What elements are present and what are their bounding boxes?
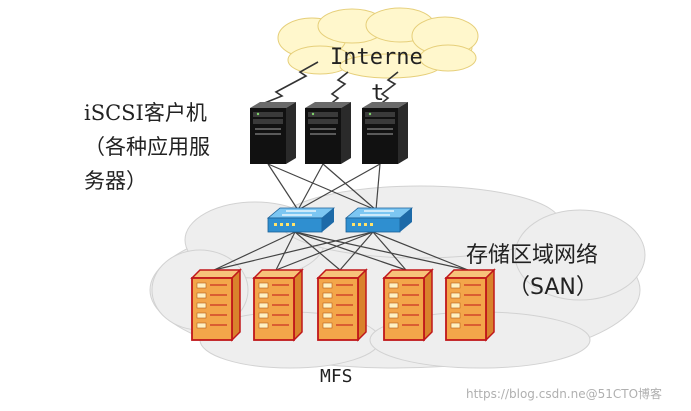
- cloud-label-line1: Interne: [330, 45, 423, 70]
- network-link: [372, 231, 469, 271]
- server-tower-icon: [305, 102, 351, 164]
- server-tower-icon: [362, 102, 408, 164]
- lightning-link: [261, 61, 319, 105]
- storage-array[interactable]: [444, 268, 496, 342]
- san-label-line1: 存储区域网络: [466, 243, 598, 268]
- storage-array[interactable]: [382, 268, 434, 342]
- network-link: [275, 231, 296, 271]
- network-link: [213, 231, 374, 271]
- network-switch[interactable]: [344, 207, 414, 233]
- network-link: [375, 163, 381, 211]
- network-link: [294, 231, 341, 271]
- client-label-line1: iSCSI客户机: [84, 101, 207, 125]
- san-label-line2: （SAN）: [508, 275, 598, 300]
- internet-links: [261, 61, 399, 107]
- storage-arrays: [190, 268, 496, 342]
- internet-cloud-shape: [277, 7, 479, 79]
- client-label-line2: （各种应用服: [84, 135, 210, 159]
- storage-array-icon: [444, 268, 496, 342]
- storage-label: MFS: [320, 366, 353, 387]
- network-link: [294, 231, 469, 271]
- network-link: [267, 163, 377, 211]
- network-link: [372, 231, 407, 271]
- network-link: [297, 163, 324, 211]
- storage-array-icon: [382, 268, 434, 342]
- lightning-link: [327, 71, 349, 107]
- network-switch[interactable]: [266, 207, 336, 233]
- lightning-link: [377, 71, 399, 107]
- network-switches: [266, 207, 414, 233]
- network-links: [213, 163, 469, 271]
- cloud-label-line2: t: [371, 81, 384, 106]
- network-switch-icon: [344, 207, 414, 233]
- network-link: [297, 163, 381, 211]
- storage-array[interactable]: [316, 268, 368, 342]
- watermark: https://blog.csdn.ne@51CTO博客: [466, 386, 662, 401]
- network-link: [267, 163, 299, 211]
- internet-cloud: Interne t: [277, 7, 479, 106]
- network-link: [213, 231, 296, 271]
- client-server[interactable]: [250, 102, 296, 164]
- network-link: [294, 231, 407, 271]
- network-link: [322, 163, 377, 211]
- storage-array-icon: [190, 268, 242, 342]
- storage-array-icon: [252, 268, 304, 342]
- network-switch-icon: [266, 207, 336, 233]
- network-link: [339, 231, 374, 271]
- server-tower-icon: [250, 102, 296, 164]
- client-server[interactable]: [305, 102, 351, 164]
- storage-array-icon: [316, 268, 368, 342]
- client-server[interactable]: [362, 102, 408, 164]
- client-servers: [250, 102, 408, 164]
- storage-array[interactable]: [190, 268, 242, 342]
- client-label-line3: 务器）: [84, 169, 147, 193]
- network-link: [275, 231, 374, 271]
- storage-array[interactable]: [252, 268, 304, 342]
